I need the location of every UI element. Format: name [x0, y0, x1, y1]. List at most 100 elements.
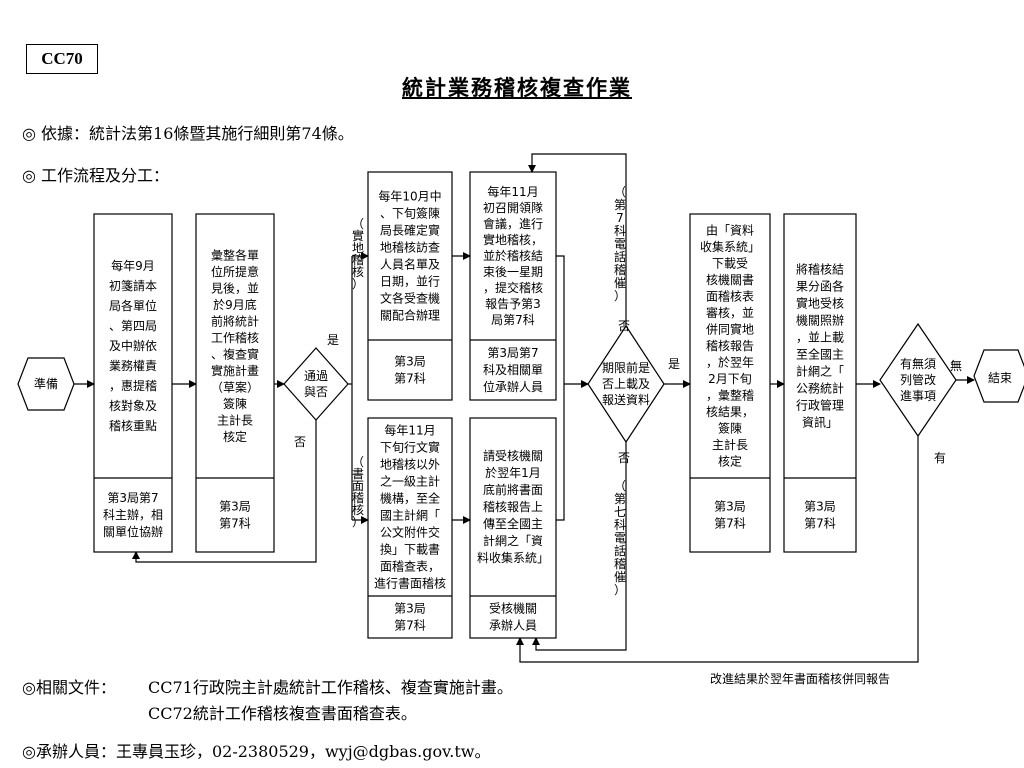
written-upload-box-owner-line: 受核機關: [489, 601, 537, 616]
step-publish-box-desc-line: 將稽核結: [796, 262, 844, 277]
onsite-audit-box-desc-line: 局第7科: [491, 313, 535, 327]
page-title: 統計業務稽核複查作業: [402, 75, 632, 100]
step-publish-box-desc-line: 資訊」: [802, 415, 838, 430]
step-review-box-desc-line: ，於翌年: [706, 355, 754, 370]
flow-heading: ◎ 工作流程及分工：: [22, 166, 170, 185]
step-request-box-desc-line: 稽核重點: [109, 418, 157, 433]
step-plan-box-desc-line: 實施計畫: [211, 363, 259, 378]
onsite-notify-box-desc-line: 每年10月中: [378, 189, 441, 204]
step-review-box-desc-line: 審核，並: [706, 305, 754, 320]
step-publish-box-desc-line: 公務統計: [796, 381, 844, 396]
written-upload-box-desc-line: 請受核機關: [483, 448, 543, 463]
arrow-phone-bottom-loop: [532, 442, 627, 651]
onsite-notify-box-owner-line: 第7科: [394, 372, 426, 386]
connector-merge: [556, 255, 565, 521]
onsite-audit-box-desc-line: ，提交稽核: [483, 280, 543, 295]
step-publish-box-desc-line: 行政管理: [796, 398, 844, 413]
step-request-box-desc-line: 業務權責: [109, 359, 157, 373]
written-notify-box-desc-line: 換」下載書: [380, 543, 440, 557]
step-review-box-desc-line: 由「資料: [706, 224, 754, 238]
step-plan-box-owner-line: 第7科: [219, 517, 251, 531]
onsite-audit-box-owner-line: 第3局第7: [487, 346, 538, 360]
step-request-box-owner-line: 關單位協辦: [103, 524, 163, 539]
written-notify-box-desc-line: 每年11月: [384, 423, 435, 438]
step-review-box-owner-line: 第7科: [714, 517, 746, 531]
decision-deadline-text-line: 否上載及: [602, 377, 650, 391]
step-review-box-desc-line: 面稽核表: [706, 289, 754, 304]
step-plan-box-desc-line: 於9月底: [213, 297, 257, 312]
step-request-box-desc-line: 每年9月: [111, 258, 155, 273]
onsite-audit-box-owner-line: 科及相關單: [483, 363, 543, 377]
written-upload-box: [469, 417, 557, 639]
written-notify-box-desc-line: 地稽核以外: [380, 457, 440, 472]
contact-info: ◎承辦人員：王專員玉珍，02-2380529，wyj@dgbas.gov.tw。: [22, 742, 491, 761]
step-plan-box-owner-line: 第3局: [219, 500, 251, 514]
onsite-audit-box-desc-line: 並於稽核結: [483, 248, 543, 263]
step-plan-box-desc-line: 位所提意: [211, 264, 259, 279]
decision-approved: [283, 347, 349, 421]
step-review-box-desc-line: 2月下旬: [708, 372, 752, 386]
step-review-box-desc-line: ，彙整稽: [706, 388, 754, 403]
related-doc-cc72: CC72統計工作稽核複查書面稽查表。: [148, 704, 417, 723]
written-branch-label: （書面稽核）: [352, 455, 364, 529]
written-upload-box-desc-line: 料收集系統」: [477, 550, 549, 565]
onsite-audit-box-desc-line: 每年11月: [487, 184, 538, 199]
step-publish-box-owner-line: 第7科: [804, 517, 836, 531]
onsite-audit-box-desc-line: 報告予第3: [485, 297, 541, 311]
phone-bottom-label: （第七科電話稽催）: [614, 479, 626, 597]
step-publish-box-desc-line: 機關照辦: [796, 313, 844, 328]
written-upload-box-desc-line: 傳至全國主: [483, 516, 543, 531]
step-review-box-desc-line: 下載受: [712, 257, 748, 271]
onsite-notify-box-desc-line: 人員名單及: [380, 257, 440, 272]
onsite-notify-box-desc-line: 文各受查機: [380, 291, 440, 306]
step-plan-box-desc-line: 前將統計: [211, 313, 259, 328]
label-no-deadline-bottom: 否: [618, 451, 630, 465]
step-review-box-desc-line: 核結果，: [706, 405, 754, 419]
step-plan-box-desc-line: 見後，並: [211, 281, 259, 295]
step-request-box-owner-line: 科主辦，相: [103, 508, 163, 522]
written-upload-box-desc-line: 計網之「資: [483, 533, 543, 548]
onsite-notify-box-desc-line: 關配合辦理: [380, 308, 440, 323]
written-notify-box-owner-line: 第3局: [394, 602, 426, 616]
onsite-notify-box-desc-line: 地稽核訪查: [380, 240, 440, 255]
step-request-box-desc-line: 及中辦依: [109, 338, 157, 353]
decision-improvement-text-line: 有無須: [900, 356, 936, 371]
related-doc-cc71: CC71行政院主計處統計工作稽核、複查實施計畫。: [148, 678, 513, 697]
onsite-branch-label: （實地稽核）: [352, 217, 364, 291]
written-notify-box-desc-line: 機構，至全: [380, 491, 440, 506]
step-plan-box-desc-line: （草案）: [211, 379, 259, 394]
step-request-box-desc-line: 核對象及: [109, 399, 157, 413]
basis-text: ◎ 依據：統計法第16條暨其施行細則第74條。: [22, 124, 354, 143]
onsite-audit-box-owner-line: 位承辦人員: [483, 379, 543, 394]
start-label: 準備: [34, 376, 58, 391]
written-notify-box-owner-line: 第7科: [394, 619, 426, 633]
label-yes-approved: 是: [327, 333, 339, 347]
improve-note: 改進結果於翌年書面稽核併同報告: [710, 671, 890, 686]
onsite-audit-box-desc-line: 會議，進行: [483, 217, 543, 231]
onsite-notify-box: [367, 171, 453, 401]
step-review-box-desc-line: 核定: [718, 454, 742, 469]
decision-improvement-text-line: 進事項: [900, 389, 936, 403]
written-upload-box-desc-line: 稽核報告上: [483, 499, 543, 514]
step-review-box-desc-line: 核機關書: [706, 272, 754, 287]
written-upload-box-desc-line: 底前將書面: [483, 482, 543, 497]
step-publish-box-desc-line: ，並上載: [796, 331, 844, 345]
onsite-notify-box-desc-line: 、下旬簽陳: [380, 207, 440, 221]
decision-deadline-text-line: 報送資料: [602, 392, 650, 407]
related-docs-prefix: ◎相關文件：: [22, 678, 116, 697]
step-review-box-owner-line: 第3局: [714, 500, 746, 514]
onsite-notify-box-desc-line: 局長確定實: [380, 223, 440, 238]
step-publish-box-desc-line: 至全國主: [796, 347, 844, 362]
onsite-audit-box-desc-line: 實地稽核，: [483, 232, 543, 247]
written-notify-box: [367, 417, 453, 639]
decision-improvement-text-line: 列管改: [900, 372, 936, 387]
step-plan-box-desc-line: 主計長: [217, 412, 253, 427]
step-review-box-desc-line: 收集系統」: [700, 239, 760, 254]
step-review-box-desc-line: 主計長: [712, 437, 748, 452]
step-request-box-desc-line: 局各單位: [109, 298, 157, 313]
written-notify-box-desc-line: 之一級主計: [380, 474, 440, 489]
onsite-audit-box-desc-line: 初召開領隊: [483, 200, 543, 215]
arrow-phone-top-loop: [528, 153, 627, 326]
